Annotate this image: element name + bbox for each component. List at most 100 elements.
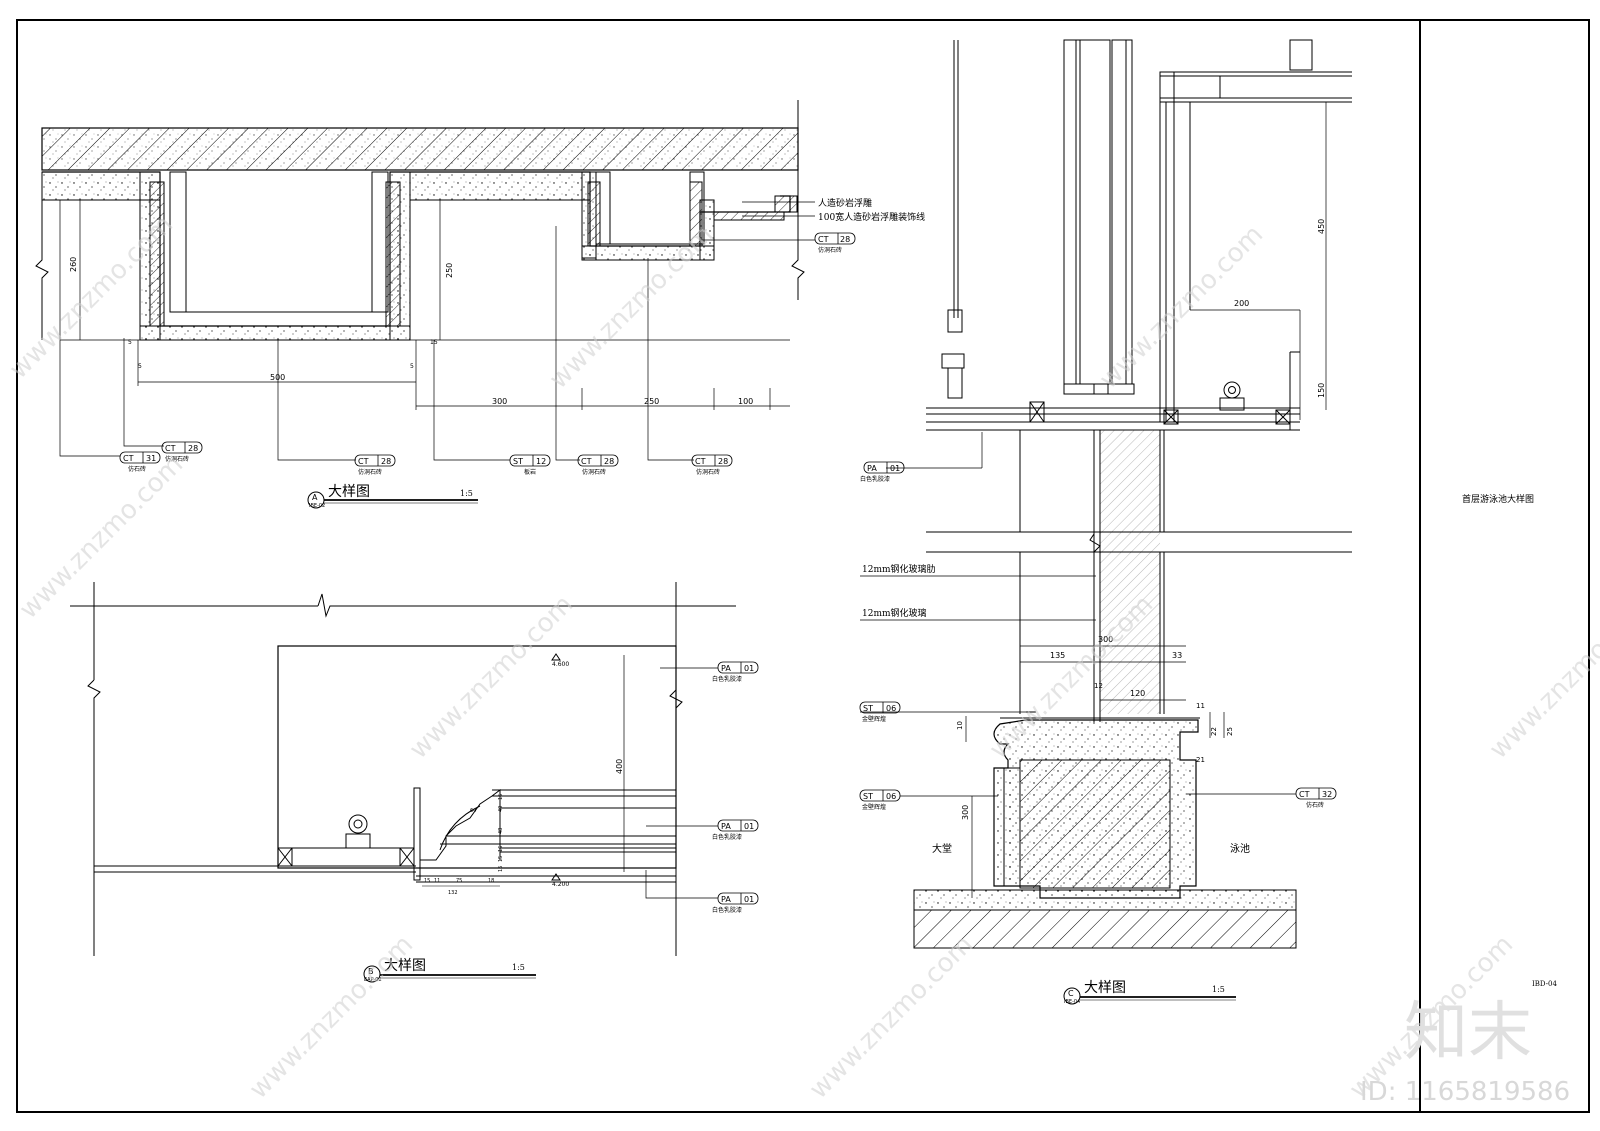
tag-ct28-a3: CT 28 仿洞石砖 [577, 454, 619, 476]
svg-text:CT: CT [358, 457, 369, 466]
svg-text:01: 01 [890, 464, 900, 473]
dim-25: 25 [1226, 727, 1234, 736]
tag-ct28-right: CT 28 仿洞石砖 [814, 232, 856, 254]
dim-135: 135 [1050, 651, 1065, 660]
dim-120: 120 [1130, 689, 1145, 698]
tag-ct32: CT 32 仿石砖 [1295, 787, 1337, 809]
detail-c: 450 200 150 12mm钢化玻璃肋 [859, 39, 1352, 1005]
svg-text:IBE-02: IBE-02 [309, 503, 325, 509]
svg-text:PA: PA [721, 664, 731, 673]
svg-text:白色乳胶漆: 白色乳胶漆 [860, 475, 890, 483]
detail-b-title: B EAP-02 大样图 1:5 [363, 958, 536, 983]
svg-text:CT: CT [581, 457, 592, 466]
tag-st06-bottom: ST 06 金壁辉煌 [859, 789, 901, 811]
svg-text:金壁辉煌: 金壁辉煌 [862, 803, 886, 811]
svg-text:CT: CT [818, 235, 829, 244]
svg-text:CT: CT [695, 457, 706, 466]
svg-text:40: 40 [498, 806, 504, 812]
callout-relief-line: 100宽人造砂岩浮雕装饰线 [818, 211, 925, 223]
tag-ct28-a2: CT 28 仿洞石砖 [354, 454, 396, 476]
detail-a: 260 250 500 300 250 100 5 5 5 15 人造砂岩浮雕 … [35, 100, 925, 509]
sheet-border [16, 19, 1590, 1113]
svg-text:01: 01 [744, 664, 754, 673]
svg-text:01: 01 [744, 822, 754, 831]
dim-21: 21 [1196, 756, 1205, 764]
dim-260: 260 [69, 257, 78, 272]
svg-text:金壁辉煌: 金壁辉煌 [862, 715, 886, 723]
svg-text:32: 32 [1322, 790, 1332, 799]
sheet-number: IBD-04 [1532, 980, 1557, 988]
svg-text:132: 132 [448, 890, 458, 896]
dim-5b: 5 [138, 363, 142, 370]
svg-text:A: A [312, 493, 318, 502]
svg-text:PA: PA [721, 822, 731, 831]
room-lobby: 大堂 [932, 842, 952, 855]
dim-250: 250 [644, 397, 659, 406]
dim-100: 100 [738, 397, 753, 406]
watermark-layer: www.znzmo.com www.znzmo.com www.znzmo.co… [4, 210, 1600, 1105]
svg-text:06: 06 [886, 792, 896, 801]
dim-5a: 5 [128, 339, 132, 346]
svg-text:28: 28 [381, 457, 391, 466]
svg-text:PA: PA [867, 464, 877, 473]
detail-c-title: C IBE-04 大样图 1:5 [1063, 980, 1236, 1005]
detail-a-title-text: 大样图 [328, 484, 370, 500]
svg-text:48: 48 [498, 828, 504, 834]
dim-250-vert: 250 [445, 263, 454, 278]
svg-text:仿洞石砖: 仿洞石砖 [582, 468, 606, 476]
svg-text:白色乳胶漆: 白色乳胶漆 [712, 906, 742, 914]
id-label: ID: 1165819586 [1360, 1077, 1570, 1107]
svg-text:28: 28 [840, 235, 850, 244]
callout-glass-fin: 12mm钢化玻璃肋 [862, 563, 936, 575]
tag-pa01-b1: PA 01 白色乳胶漆 [712, 661, 759, 683]
svg-text:31: 31 [146, 454, 156, 463]
svg-text:www.znzmo.com: www.znzmo.com [14, 450, 189, 625]
detail-a-title: A IBE-02 大样图 1:5 [307, 484, 478, 509]
dim-200: 200 [1234, 299, 1249, 308]
svg-text:ST: ST [863, 792, 873, 801]
svg-text:PA: PA [721, 895, 731, 904]
dim-400: 400 [615, 759, 624, 774]
tag-st12: ST 12 板岩 [509, 454, 551, 476]
svg-text:11: 11 [434, 878, 440, 884]
svg-text:C: C [1068, 989, 1074, 998]
dim-5c: 5 [410, 363, 414, 370]
svg-text:仿洞石砖: 仿洞石砖 [696, 468, 720, 476]
svg-text:CT: CT [165, 444, 176, 453]
svg-text:白色乳胶漆: 白色乳胶漆 [712, 675, 742, 683]
svg-text:16: 16 [498, 866, 504, 872]
svg-text:18: 18 [488, 878, 494, 884]
svg-text:www.znzmo.com: www.znzmo.com [404, 590, 579, 765]
svg-text:CT: CT [123, 454, 134, 463]
svg-text:15: 15 [424, 878, 430, 884]
svg-text:IBE-04: IBE-04 [1064, 999, 1080, 1005]
svg-text:1:5: 1:5 [1212, 985, 1225, 994]
dim-300: 300 [492, 397, 507, 406]
level-4200: 4.200 [552, 881, 569, 888]
svg-text:ST: ST [513, 457, 523, 466]
svg-text:15: 15 [498, 794, 504, 800]
dim-33: 33 [1172, 651, 1182, 660]
svg-text:www.znzmo.com: www.znzmo.com [244, 930, 419, 1105]
dim-150: 150 [1317, 383, 1326, 398]
tag-pa01-b3: PA 01 白色乳胶漆 [712, 892, 759, 914]
room-pool: 泳池 [1230, 842, 1250, 855]
level-4600: 4.600 [552, 661, 569, 668]
svg-text:仿石砖: 仿石砖 [1306, 801, 1324, 809]
callout-stone-relief: 人造砂岩浮雕 [818, 197, 872, 209]
svg-text:64: 64 [470, 808, 476, 814]
dim-11: 11 [1196, 702, 1205, 710]
svg-text:www.znzmo.com: www.znzmo.com [804, 930, 979, 1105]
svg-text:www.znzmo.com: www.znzmo.com [1484, 590, 1600, 765]
tag-ct28-a1: CT 28 仿洞石砖 [161, 441, 203, 463]
dim-450: 450 [1317, 219, 1326, 234]
svg-text:01: 01 [744, 895, 754, 904]
tag-pa01-c: PA 01 白色乳胶漆 [860, 461, 905, 483]
dim-500: 500 [270, 373, 285, 382]
svg-text:1:5: 1:5 [460, 489, 473, 498]
svg-text:12: 12 [536, 457, 546, 466]
svg-text:仿石砖: 仿石砖 [128, 465, 146, 473]
svg-text:28: 28 [604, 457, 614, 466]
tag-pa01-b2: PA 01 白色乳胶漆 [712, 819, 759, 841]
